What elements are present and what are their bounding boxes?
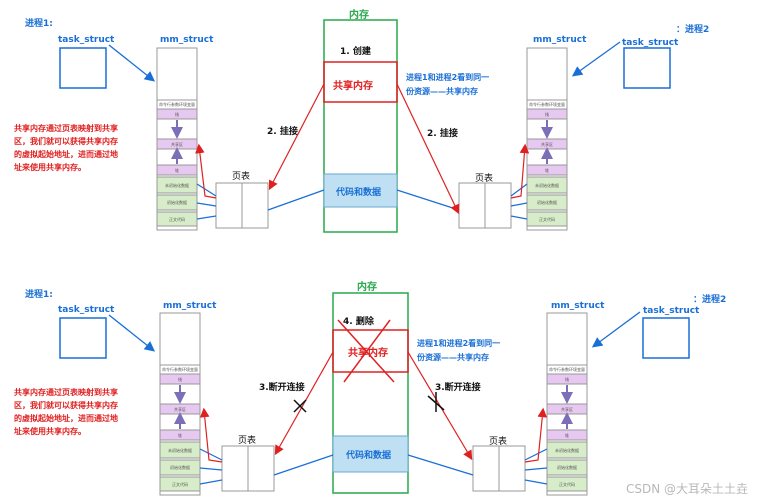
process2-label-bottom: ：进程2: [693, 295, 727, 305]
same-resource-line2-top: 份资源——共享内存: [406, 87, 478, 96]
seg-env-label: 命令行参数环境变量: [549, 367, 585, 372]
seg-stack-label: 栈: [178, 377, 182, 382]
attach-arrows-top: [195, 83, 530, 215]
seg-shared-label: 共享区: [561, 407, 573, 412]
task-struct-box-p1-bottom: [59, 317, 107, 359]
process1-label-bottom: 进程1:: [25, 290, 53, 300]
same-resource-line2-bottom: 份资源——共享内存: [417, 353, 489, 362]
shared-memory-description-bottom: 共享内存通过页表映射到共享 区，我们就可以获得共享内存 的虚拟起始地址，进而通过…: [14, 386, 142, 438]
attach-step-right: 2. 挂接: [427, 129, 458, 139]
mm-struct-p1-bottom: [159, 312, 201, 496]
detach-step-right: 3.断开连接: [435, 383, 481, 393]
mm-struct-p2-bottom: [546, 312, 588, 496]
seg-stack-label: 栈: [565, 377, 569, 382]
seg-stack-label: 栈: [545, 112, 549, 117]
page-table-label-p2-bottom: 页表: [489, 437, 508, 447]
detach-step-left: 3.断开连接: [259, 383, 305, 393]
task-struct-box-p2-top: [623, 47, 671, 89]
page-table-p2-top: [458, 182, 512, 229]
seg-heap-label: 堆: [178, 433, 182, 438]
mm-struct-label-p1-bottom: mm_struct: [163, 301, 217, 311]
memory-title-top: 内存: [349, 10, 369, 21]
task-to-mm-arrow-p1-bottom: [108, 314, 156, 352]
mapping-lines-bottom: [199, 448, 548, 485]
page-table-label-p2-top: 页表: [475, 174, 494, 184]
shared-memory-block-bottom: [332, 329, 409, 373]
code-data-label-bottom: 代码和数据: [346, 451, 392, 461]
page-table-p1-top: [215, 182, 269, 229]
task-struct-box-p1-top: [59, 47, 107, 89]
mm-struct-label-p2-bottom: mm_struct: [551, 301, 605, 311]
page-table-p1-bottom: [221, 445, 275, 492]
mm-struct-label-p2-top: mm_struct: [533, 35, 587, 45]
task-struct-label-p2-top: task_struct: [622, 38, 679, 48]
task-to-mm-arrow-p1-top: [108, 44, 156, 82]
seg-init-label: 初始化数据: [170, 465, 190, 470]
desc-line: 的虚拟起始地址，进而通过地: [14, 414, 118, 423]
page-table-label-p1-bottom: 页表: [238, 436, 257, 446]
seg-stack-label: 栈: [175, 112, 179, 117]
desc-line: 址来使用共享内存。: [14, 427, 86, 436]
shared-memory-label-bottom: 共享内存: [348, 348, 388, 359]
code-data-label-top: 代码和数据: [336, 188, 382, 198]
shared-memory-description-top: 共享内存通过页表映射到共享 区，我们就可以获得共享内存 的虚拟起始地址，进而通过…: [14, 122, 142, 174]
page-table-p2-bottom: [472, 445, 526, 492]
seg-init-label: 初始化数据: [537, 200, 557, 205]
page-table-label-p1-top: 页表: [232, 172, 251, 182]
seg-code-label: 正文代码: [169, 217, 185, 222]
seg-shared-label: 共享区: [171, 142, 183, 147]
delete-step-label: 4. 删除: [343, 317, 374, 327]
desc-line: 共享内存通过页表映射到共享: [14, 388, 118, 397]
seg-uninit-label: 未初始化数据: [168, 448, 192, 453]
seg-env-label: 命令行参数环境变量: [159, 102, 195, 107]
seg-heap-label: 堆: [175, 168, 179, 173]
same-resource-line1-top: 进程1和进程2看到同一: [406, 73, 490, 82]
task-to-mm-arrow-p2-top: [571, 41, 621, 77]
seg-env-label: 命令行参数环境变量: [529, 102, 565, 107]
seg-heap-label: 堆: [545, 168, 549, 173]
desc-line: 共享内存通过页表映射到共享: [14, 124, 118, 133]
same-resource-line1-bottom: 进程1和进程2看到同一: [417, 339, 501, 348]
create-step-label: 1. 创建: [340, 47, 371, 57]
desc-line: 区，我们就可以获得共享内存: [14, 137, 118, 146]
task-struct-label-p1-top: task_struct: [58, 35, 115, 45]
seg-code-label: 正文代码: [539, 217, 555, 222]
seg-shared-label: 共享区: [174, 407, 186, 412]
task-struct-label-p2-bottom: task_struct: [643, 306, 700, 316]
desc-line: 区，我们就可以获得共享内存: [14, 401, 118, 410]
seg-env-label: 命令行参数环境变量: [162, 367, 198, 372]
attach-step-left: 2. 挂接: [267, 127, 298, 137]
code-data-block-bottom: [332, 435, 409, 473]
watermark: CSDN @大耳朵土土垚: [626, 482, 749, 496]
seg-uninit-label: 未初始化数据: [535, 183, 559, 188]
shared-memory-block-top: [323, 61, 398, 103]
seg-init-label: 初始化数据: [167, 200, 187, 205]
seg-uninit-label: 未初始化数据: [165, 183, 189, 188]
delete-cross-icon: [337, 319, 395, 383]
seg-code-label: 正文代码: [559, 482, 575, 487]
process2-label-top: ：进程2: [676, 25, 710, 35]
mapping-lines-top: [196, 183, 528, 220]
memory-title-bottom: 内存: [357, 282, 377, 293]
mm-struct-p2-top: [526, 47, 568, 231]
process1-label-top: 进程1:: [25, 19, 53, 29]
desc-line: 址来使用共享内存。: [14, 163, 86, 172]
mm-struct-p1-top: [156, 47, 198, 231]
seg-shared-label: 共享区: [541, 142, 553, 147]
mm-struct-label-p1-top: mm_struct: [160, 35, 214, 45]
seg-uninit-label: 未初始化数据: [555, 448, 579, 453]
task-struct-box-p2-bottom: [642, 317, 690, 359]
seg-code-label: 正文代码: [172, 482, 188, 487]
memory-box-top: [323, 19, 398, 233]
memory-box-bottom: [332, 292, 409, 494]
seg-heap-label: 堆: [565, 433, 569, 438]
disconnect-mark-icon: [293, 392, 445, 413]
desc-line: 的虚拟起始地址，进而通过地: [14, 150, 118, 159]
task-to-mm-arrow-p2-bottom: [591, 311, 641, 348]
seg-init-label: 初始化数据: [557, 465, 577, 470]
shared-memory-label-top: 共享内存: [333, 81, 373, 92]
task-struct-label-p1-bottom: task_struct: [58, 305, 115, 315]
